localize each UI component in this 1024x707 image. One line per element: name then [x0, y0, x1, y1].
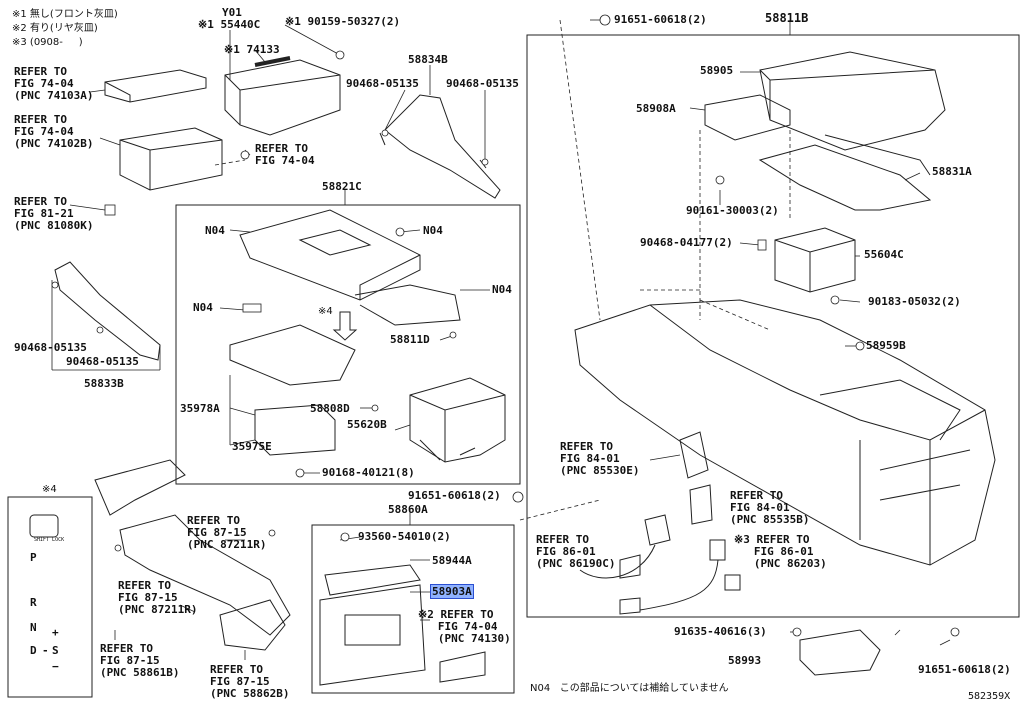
label-58834b: 58834B — [408, 53, 448, 66]
shift-position-plus: + — [52, 626, 59, 639]
refer-58862b[interactable]: REFER TO FIG 87-15 (PNC 58862B) — [210, 663, 290, 700]
diagram-id: 582359X — [968, 691, 1011, 702]
plate-shape — [229, 324, 356, 386]
frame-58860a — [311, 524, 515, 694]
holder-55440c-shape — [224, 59, 341, 136]
frame-58811b — [526, 34, 1020, 618]
refer-86203[interactable]: ※3 REFER TO FIG 86-01 (PNC 86203) — [734, 533, 827, 570]
label-91651-60618-top: 91651-60618(2) — [614, 13, 707, 26]
shift-position-p: P — [30, 551, 37, 564]
rear-panel-58903a-shape — [319, 584, 426, 686]
bracket-58861b-shape — [94, 459, 186, 516]
label-58903a-highlight[interactable]: 58903A — [430, 584, 474, 599]
upper-panel-58821c-shape — [239, 209, 421, 301]
shift-position-r: R — [30, 596, 37, 609]
label-55604c: 55604C — [864, 248, 904, 261]
ashtray-box-shape — [119, 127, 223, 191]
refer-74103a[interactable]: REFER TO FIG 74-04 (PNC 74103A) — [14, 65, 94, 102]
bracket-87211r-shape — [119, 514, 291, 636]
shift-position-minus: − — [52, 660, 59, 673]
note-3: ※3 (0908- ) — [12, 37, 83, 48]
console-body-shape — [574, 299, 996, 566]
side-panel-58834b-shape — [384, 94, 501, 199]
ashtray-lid-shape — [104, 69, 207, 103]
shift-dash: - — [42, 644, 49, 657]
label-35978a: 35978A — [180, 402, 220, 415]
label-58811d: 58811D — [390, 333, 430, 346]
refer-85535b[interactable]: REFER TO FIG 84-01 (PNC 85535B) — [730, 489, 810, 526]
label-58808d: 58808D — [310, 402, 350, 415]
box-55604c-shape — [774, 227, 856, 293]
wiring-86203-shape — [709, 539, 726, 561]
label-90183-05032: 90183-05032(2) — [868, 295, 961, 308]
refer-74-04[interactable]: REFER TO FIG 74-04 — [255, 142, 315, 167]
refer-85530e[interactable]: REFER TO FIG 84-01 (PNC 85530E) — [560, 440, 640, 477]
label-58959b: 58959B — [866, 339, 906, 352]
shift-panel-marker: ※4 — [42, 484, 57, 495]
label-90159-50327: ※1 90159-50327(2) — [285, 15, 401, 28]
frame-58821c — [175, 204, 521, 485]
label-58993: 58993 — [728, 654, 762, 667]
armrest-58905-shape — [759, 51, 946, 151]
cupholder-55620b-shape — [409, 377, 506, 463]
shift-position-s: S — [52, 644, 59, 657]
label-58811b: 58811B — [765, 11, 809, 25]
rear-trim-58944a-shape — [324, 564, 421, 596]
label-58821c: 58821C — [322, 180, 362, 193]
label-58903a[interactable]: 58903A — [430, 584, 474, 599]
label-74133: ※1 74133 — [224, 43, 280, 56]
label-n04-a: N04 — [205, 224, 225, 237]
label-90468-05135-a: 90468-05135 — [346, 77, 419, 90]
refer-58861b[interactable]: REFER TO FIG 87-15 (PNC 58861B) — [100, 642, 180, 679]
label-marker-4: ※4 — [318, 306, 333, 317]
label-90468-05135-b: 90468-05135 — [446, 77, 519, 90]
hinge-58908a-shape — [704, 94, 791, 141]
label-58908a: 58908A — [636, 102, 676, 115]
bracket-58862b-shape — [219, 599, 286, 651]
label-35975e: 35975E — [232, 440, 272, 453]
shift-position-n: N — [30, 621, 37, 634]
label-90468-04177: 90468-04177(2) — [640, 236, 733, 249]
refer-81080k[interactable]: REFER TO FIG 81-21 (PNC 81080K) — [14, 195, 94, 232]
label-90161-30003: 90161-30003(2) — [686, 204, 779, 217]
refer-74102b[interactable]: REFER TO FIG 74-04 (PNC 74102B) — [14, 113, 94, 150]
shift-lock-label: SHIFT LOCK — [34, 537, 65, 543]
label-n04-d: N04 — [492, 283, 512, 296]
note-1: ※1 無し(フロント灰皿) — [12, 9, 118, 20]
refer-87211r-a[interactable]: REFER TO FIG 87-15 (PNC 87211R) — [187, 514, 267, 551]
note-n04: N04 この部品については補給していません — [530, 683, 729, 694]
label-90468-05135-d: 90468-05135 — [66, 355, 139, 368]
note-2: ※2 有り(リヤ灰皿) — [12, 23, 98, 34]
label-n04-b: N04 — [423, 224, 443, 237]
label-y01: Y01 — [222, 6, 242, 19]
refer-87211r-b[interactable]: REFER TO FIG 87-15 (PNC 87211R) — [118, 579, 198, 616]
armrest-base-58831a-shape — [758, 144, 932, 211]
label-55620b: 55620B — [347, 418, 387, 431]
label-91651-60618-bot: 91651-60618(2) — [918, 663, 1011, 676]
refer-74130[interactable]: ※2 REFER TO FIG 74-04 (PNC 74130) — [418, 608, 511, 645]
shift-position-d: D — [30, 644, 37, 657]
label-58905: 58905 — [700, 64, 734, 77]
label-58831a: 58831A — [932, 165, 972, 178]
label-91635-40616: 91635-40616(3) — [674, 625, 767, 638]
label-90168-40121: 90168-40121(8) — [322, 466, 415, 479]
label-93560-54010: 93560-54010(2) — [358, 530, 451, 543]
bracket-58993-shape — [799, 629, 881, 676]
refer-86190c[interactable]: REFER TO FIG 86-01 (PNC 86190C) — [536, 533, 616, 570]
label-58833b: 58833B — [84, 377, 124, 390]
label-55440c: ※1 55440C — [198, 18, 261, 31]
label-58860a: 58860A — [388, 503, 428, 516]
side-panel-58833b-shape — [54, 261, 161, 361]
label-90468-05135-c: 90468-05135 — [14, 341, 87, 354]
label-91651-60618-mid: 91651-60618(2) — [408, 489, 501, 502]
label-n04-c: N04 — [193, 301, 213, 314]
frame-shift-panel — [7, 496, 93, 698]
label-58944a: 58944A — [432, 554, 472, 567]
